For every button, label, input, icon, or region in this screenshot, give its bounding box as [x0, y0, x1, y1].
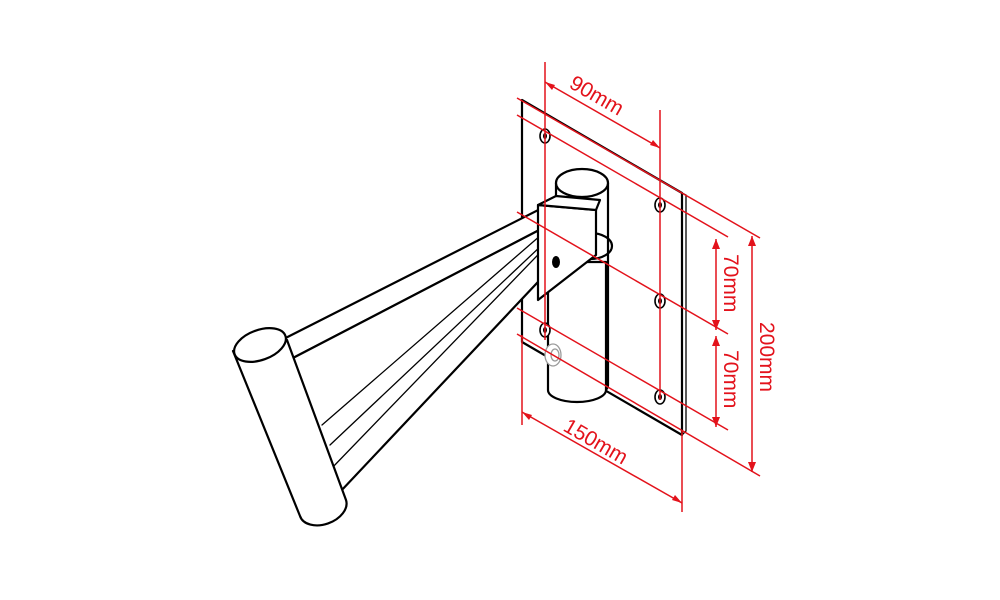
dimension-label-70mm-upper: 70mm [719, 254, 742, 312]
dimension-label-200mm: 200mm [755, 322, 778, 392]
dimension-label-70mm-lower: 70mm [719, 350, 742, 408]
pole-tube [231, 327, 348, 527]
hinge-block [536, 194, 602, 302]
dimension-label-90mm: 90mm [566, 71, 628, 120]
dimension-label-150mm: 150mm [560, 414, 632, 469]
dimension-arrows [522, 82, 756, 503]
dimension-lines [516, 62, 761, 512]
